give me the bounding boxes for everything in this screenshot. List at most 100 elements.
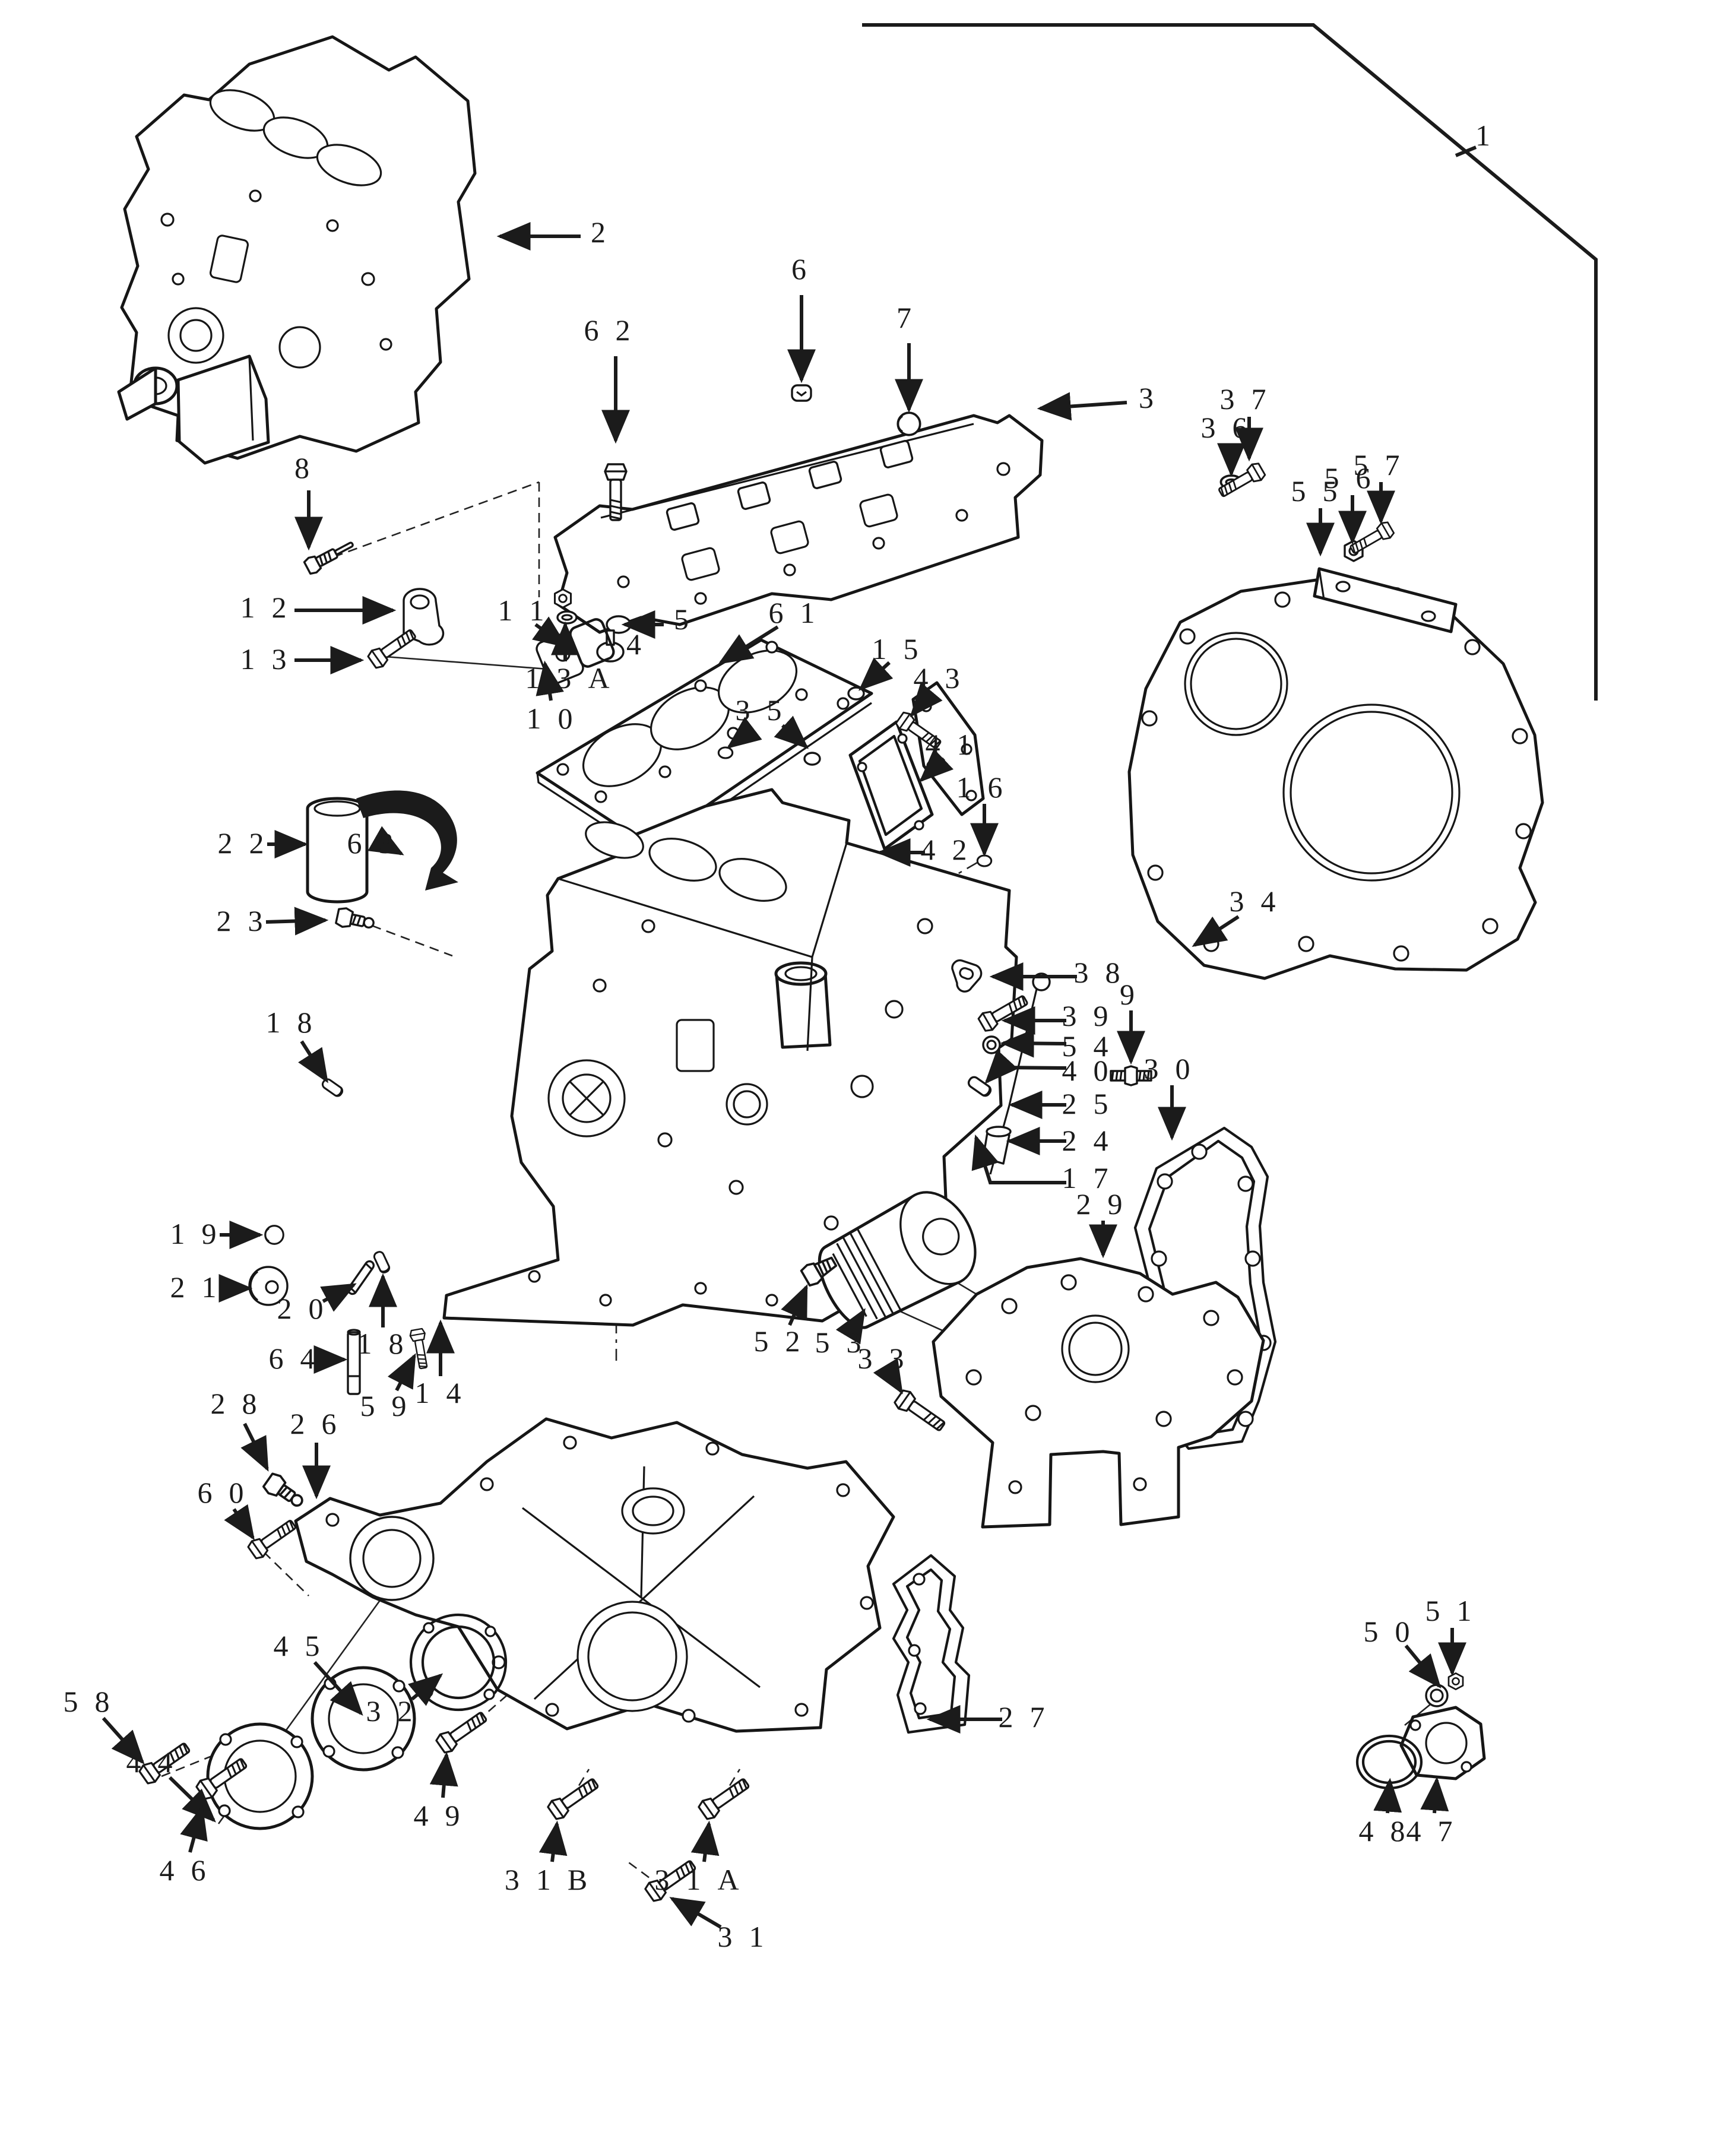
callout-12: 1 2 — [240, 591, 397, 625]
part-engine-block-assembled — [117, 35, 477, 465]
part-engine-front-plate — [932, 1257, 1265, 1529]
callout-label: 4 0 — [1062, 1054, 1113, 1087]
callout-15: 1 5 — [859, 632, 923, 691]
callout-label: 4 2 — [920, 833, 972, 866]
leader-line — [1404, 1644, 1442, 1689]
leader-line — [919, 749, 953, 782]
callout-28: 2 8 — [210, 1387, 269, 1472]
callout-label: 4 1 — [925, 728, 977, 761]
callout-39: 3 9 — [1001, 999, 1108, 1035]
leader-line — [320, 1283, 357, 1312]
callout-16: 1 6 — [956, 771, 1008, 857]
bolt-31b — [545, 1773, 603, 1823]
callout-21: 2 1 — [170, 1270, 253, 1304]
callout-30: 3 0 — [1143, 1052, 1195, 1141]
callout-label: 4 3 — [913, 661, 965, 695]
callout-31A: 3 1 A — [654, 1820, 744, 1896]
callout-label: 5 4 — [1062, 1029, 1113, 1063]
callout-55: 5 5 — [1291, 474, 1338, 557]
cup-plug-19 — [264, 1225, 284, 1245]
callout-25: 2 5 — [1008, 1087, 1113, 1120]
callout-26: 2 6 — [290, 1407, 341, 1500]
callout-label: 2 2 — [217, 826, 269, 860]
callout-3: 3 — [1037, 381, 1159, 421]
callout-34: 3 4 — [1192, 885, 1281, 947]
callout-7: 7 — [895, 301, 923, 413]
callout-label: 3 6 — [1200, 411, 1252, 444]
callout-43: 4 3 — [910, 661, 965, 718]
callout-label: 1 5 — [872, 632, 923, 666]
part-flywheel-housing — [1127, 577, 1544, 980]
callout-47: 4 7 — [1406, 1776, 1458, 1848]
callout-label: 2 — [591, 216, 611, 249]
callout-label: 1 1 — [498, 594, 549, 627]
callout-label: 1 9 — [170, 1217, 221, 1250]
callout-41: 4 1 — [919, 728, 977, 782]
leader-line — [536, 660, 564, 701]
callout-label: 3 1 B — [505, 1863, 593, 1896]
callout-label: 4 8 — [1358, 1814, 1410, 1848]
leader-line — [387, 1353, 416, 1392]
callout-label: 3 — [1139, 381, 1159, 414]
leader-line — [910, 682, 943, 718]
callout-58: 5 8 — [63, 1685, 145, 1765]
leader-line — [224, 1504, 255, 1541]
part-seal-gasket-32 — [409, 1613, 508, 1712]
callout-label: 3 1 — [717, 1920, 769, 1953]
callout-label: 1 6 — [956, 771, 1008, 804]
callout-label: 1 8 — [265, 1006, 317, 1039]
callout-1: 1 — [1455, 119, 1496, 157]
callout-5: 5 — [621, 603, 689, 639]
swoosh-arrow-63 — [356, 790, 458, 891]
leader-line — [781, 1284, 808, 1326]
leader-line — [407, 1673, 443, 1706]
callout-11: 1 1 — [498, 594, 568, 648]
bolt-57 — [1347, 519, 1396, 559]
plug-16 — [976, 854, 993, 867]
axis-line — [384, 655, 556, 671]
callout-label: 5 8 — [63, 1685, 115, 1718]
callout-label: 3 1 A — [654, 1863, 744, 1896]
part-cylinder-block — [442, 788, 1018, 1327]
callout-4: 4 — [626, 628, 641, 661]
bolt-49 — [433, 1706, 491, 1756]
callout-label: 3 0 — [1143, 1052, 1195, 1085]
leader-line — [726, 717, 762, 749]
callout-18: 1 8 — [357, 1273, 404, 1360]
callout-label: 4 7 — [1406, 1814, 1458, 1848]
sender-28 — [261, 1470, 309, 1513]
leader-line — [971, 1134, 1066, 1184]
callout-label: 6 1 — [768, 596, 820, 629]
callout-label: 1 4 — [414, 1376, 466, 1409]
callout-label: 1 3 — [240, 642, 292, 676]
callout-label: 1 — [1475, 119, 1496, 152]
leader-line — [984, 1049, 1067, 1084]
leader-line — [298, 1040, 328, 1083]
leader-line — [368, 826, 404, 855]
leader-line — [240, 1422, 269, 1472]
callout-label: 2 6 — [290, 1407, 341, 1440]
callout-label: 1 7 — [1062, 1161, 1113, 1194]
leader-line — [180, 1805, 208, 1853]
part-side-cover-42-gasket — [848, 720, 934, 851]
axis-line — [263, 1551, 309, 1596]
callout-label: 5 9 — [360, 1389, 411, 1422]
callout-29: 2 9 — [1076, 1187, 1123, 1259]
callout-label: 5 2 — [753, 1325, 805, 1358]
callout-label: 6 0 — [197, 1476, 249, 1509]
bolt-13 — [365, 624, 420, 671]
callout-36: 3 6 — [1200, 411, 1252, 477]
callout-56: 5 6 — [1324, 461, 1371, 545]
leader-line — [429, 1751, 458, 1798]
dowel-18b — [372, 1249, 392, 1275]
callout-32: 3 2 — [366, 1673, 443, 1728]
callout-label: 2 5 — [1062, 1087, 1113, 1120]
plug-35a — [803, 752, 821, 766]
part-seal-plate-44 — [206, 1722, 314, 1830]
thermostart-8 — [302, 536, 357, 576]
leader-line — [774, 715, 809, 749]
callout-label: 3 4 — [1229, 885, 1281, 918]
leader-line — [690, 1820, 720, 1862]
callout-48: 4 8 — [1358, 1777, 1410, 1848]
